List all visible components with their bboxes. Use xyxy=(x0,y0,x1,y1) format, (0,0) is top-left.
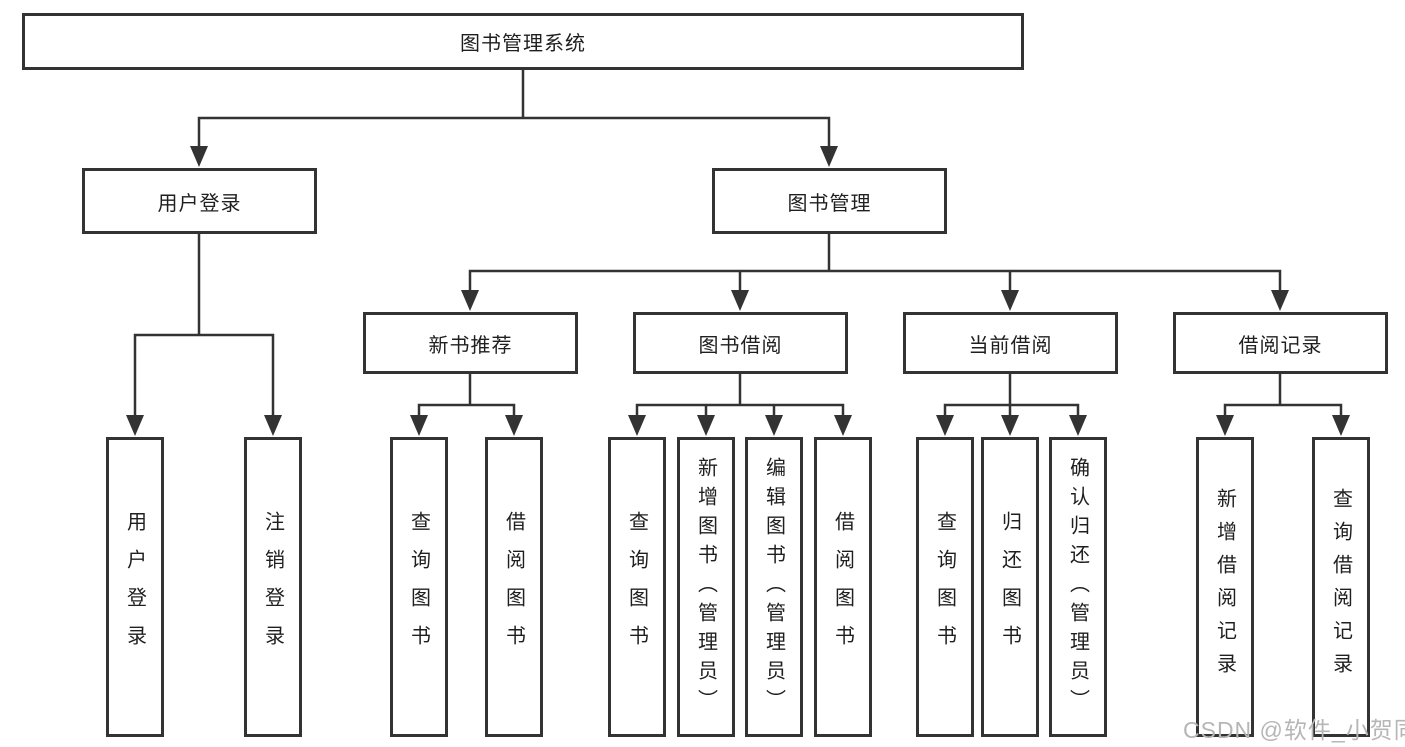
leaf-label: 新增借阅记录 xyxy=(1213,488,1236,686)
csdn-watermark: CSDN @软件_小贺同学 xyxy=(1183,717,1405,743)
node-library-management-system: 图书管理系统 xyxy=(22,13,1024,70)
leaf-current-confirm-return-admin: 确认归还（管理员） xyxy=(1049,437,1107,737)
leaf-label: 用户登录 xyxy=(123,511,146,663)
node-label: 用户登录 xyxy=(157,192,242,215)
leaf-label: 查询图书 xyxy=(625,511,648,663)
node-label: 图书借阅 xyxy=(698,334,783,357)
leaf-user-login: 用户登录 xyxy=(106,437,164,737)
node-book-management: 图书管理 xyxy=(712,168,947,234)
leaf-borrow-query-books: 查询图书 xyxy=(608,437,666,737)
leaf-label: 查询图书 xyxy=(407,511,430,663)
node-book-borrow: 图书借阅 xyxy=(633,312,848,374)
node-borrow-records: 借阅记录 xyxy=(1173,312,1388,374)
leaf-recommend-query-books: 查询图书 xyxy=(390,437,448,737)
leaf-borrow-add-books-admin: 新增图书（管理员） xyxy=(677,437,735,737)
leaf-label: 查询借阅记录 xyxy=(1329,488,1352,686)
leaf-label: 归还图书 xyxy=(998,511,1021,663)
node-current-borrow: 当前借阅 xyxy=(903,312,1118,374)
leaf-label: 新增图书（管理员） xyxy=(694,456,717,718)
leaf-label: 借阅图书 xyxy=(502,511,525,663)
leaf-borrow-edit-books-admin: 编辑图书（管理员） xyxy=(745,437,803,737)
leaf-label: 编辑图书（管理员） xyxy=(762,456,785,718)
leaf-current-query-books: 查询图书 xyxy=(916,437,974,737)
node-label: 图书管理系统 xyxy=(460,33,586,55)
leaf-label: 注销登录 xyxy=(261,511,284,663)
leaf-label: 借阅图书 xyxy=(831,511,854,663)
node-label: 当前借阅 xyxy=(968,334,1053,357)
leaf-records-add-record: 新增借阅记录 xyxy=(1196,437,1254,737)
node-user-login: 用户登录 xyxy=(82,168,317,234)
node-new-book-recommend: 新书推荐 xyxy=(363,312,578,374)
leaf-records-query-record: 查询借阅记录 xyxy=(1312,437,1370,737)
leaf-label: 查询图书 xyxy=(933,511,956,663)
leaf-logout: 注销登录 xyxy=(244,437,302,737)
leaf-label: 确认归还（管理员） xyxy=(1066,456,1089,718)
leaf-current-return-books: 归还图书 xyxy=(981,437,1039,737)
node-label: 图书管理 xyxy=(787,192,872,215)
leaf-borrow-borrow-books: 借阅图书 xyxy=(814,437,872,737)
leaf-recommend-borrow-books: 借阅图书 xyxy=(485,437,543,737)
node-label: 新书推荐 xyxy=(428,334,513,357)
node-label: 借阅记录 xyxy=(1238,334,1323,357)
